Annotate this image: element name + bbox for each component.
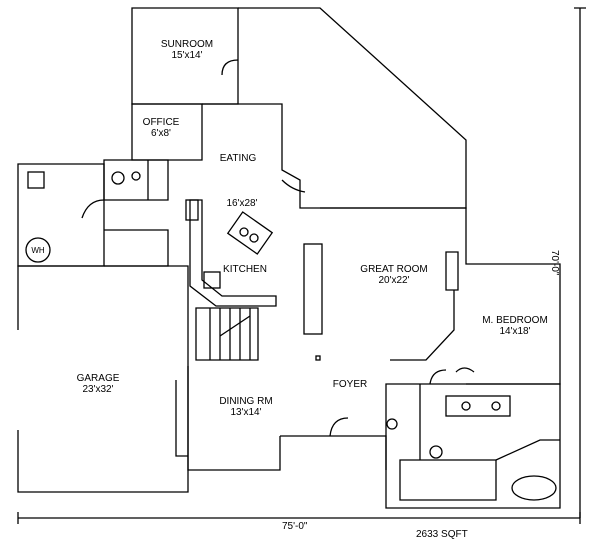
kitchen-counter xyxy=(189,199,277,307)
north-diagonal-wall xyxy=(238,7,467,209)
room-size: 23'x32' xyxy=(82,384,114,395)
room-size: 16'x28' xyxy=(226,198,258,209)
fireplace xyxy=(445,251,459,291)
range xyxy=(203,271,221,289)
room-size: 20'x22' xyxy=(378,275,410,286)
water-heater-label: WH xyxy=(31,246,45,255)
tub xyxy=(511,475,557,501)
front-door-arc xyxy=(329,417,349,437)
room-size: 13'x14' xyxy=(230,407,262,418)
closet-walls xyxy=(104,229,169,267)
room-dining-rm: DINING RM 13'x14' xyxy=(219,396,272,418)
room-kitchen: KITCHEN xyxy=(223,264,267,275)
area-label: 2633 SQFT xyxy=(416,529,468,540)
water-heater-circle xyxy=(25,237,51,263)
master-suite-walls xyxy=(385,383,561,509)
washer xyxy=(27,171,45,189)
bedroom-door-arc xyxy=(429,369,447,385)
stair-arrow xyxy=(219,315,251,337)
room-name: OFFICE xyxy=(142,117,180,128)
room-name: M. BEDROOM xyxy=(482,315,548,326)
office-walls xyxy=(131,103,203,161)
toilet-left xyxy=(111,171,125,185)
width-dimension-label: 75'-0" xyxy=(282,521,308,532)
bar-counter xyxy=(303,243,323,335)
great-room-angle xyxy=(390,290,455,361)
room-size: 15'x14' xyxy=(171,50,203,61)
room-eating-size: 16'x28' xyxy=(226,198,257,209)
center-post xyxy=(315,355,321,361)
room-office: OFFICE 6'x8' xyxy=(143,117,180,139)
room-name: GARAGE xyxy=(76,373,120,384)
vanity xyxy=(445,395,511,417)
depth-dimension-line xyxy=(574,7,586,518)
eating-walls xyxy=(202,103,320,209)
master-toilet xyxy=(429,445,443,459)
room-foyer: FOYER xyxy=(333,379,367,390)
room-name: DINING RM xyxy=(219,396,273,407)
stairs-outline xyxy=(195,307,259,361)
dining-walls xyxy=(187,366,281,471)
island-sink-b xyxy=(249,233,259,243)
entry-door-arc xyxy=(455,367,475,373)
eating-door-arc xyxy=(281,179,306,193)
room-sunroom: SUNROOM 15'x14' xyxy=(161,39,213,61)
kitchen-island xyxy=(226,211,274,255)
vanity-sink-b xyxy=(491,401,501,411)
powder-toilet xyxy=(386,418,398,430)
room-name: SUNROOM xyxy=(160,39,214,50)
master-closet xyxy=(399,459,497,501)
room-size: 6'x8' xyxy=(151,128,171,139)
room-size: 14'x18' xyxy=(499,326,531,337)
bay-window xyxy=(175,380,188,457)
island-sink-a xyxy=(239,227,249,237)
room-great-room: GREAT ROOM 20'x22' xyxy=(360,264,427,286)
depth-dimension-label: 70'-0" xyxy=(549,250,560,276)
room-name: GREAT ROOM xyxy=(360,264,428,275)
utility-door-arc xyxy=(81,199,105,219)
fridge xyxy=(185,199,199,221)
front-wall xyxy=(280,435,387,470)
master-bath xyxy=(419,384,560,461)
vanity-sink-a xyxy=(461,401,471,411)
room-eating: EATING xyxy=(220,153,256,164)
sink-left xyxy=(131,171,141,181)
great-room-walls xyxy=(320,207,561,385)
stair-treads xyxy=(209,308,251,360)
room-name: FOYER xyxy=(332,379,368,390)
room-name: EATING xyxy=(219,153,257,164)
room-name: KITCHEN xyxy=(223,264,267,275)
sunroom-door-arc xyxy=(221,59,239,76)
room-garage: GARAGE 23'x32' xyxy=(77,373,120,395)
room-master-bedroom: M. BEDROOM 14'x18' xyxy=(482,315,548,337)
